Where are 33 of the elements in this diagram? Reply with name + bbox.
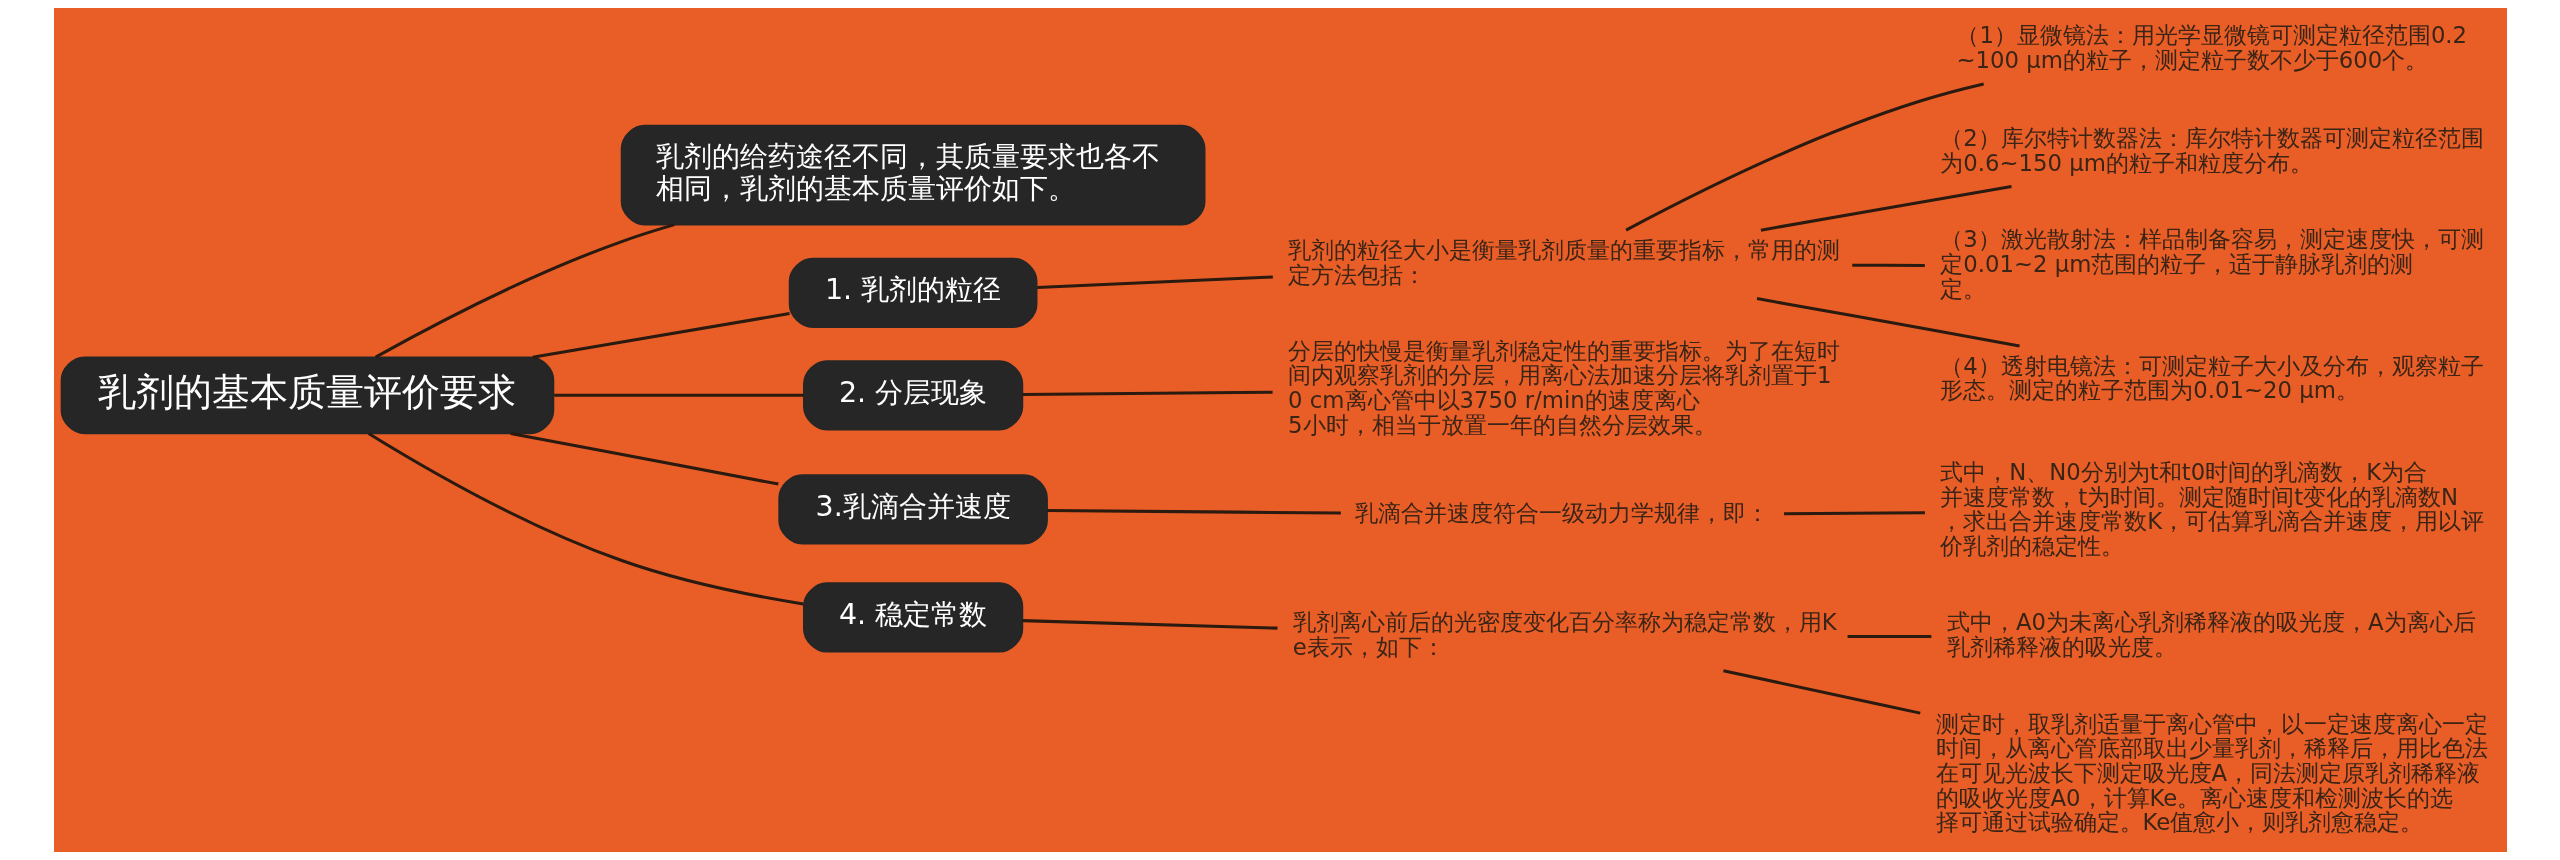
connector	[553, 393, 804, 397]
node-box: 乳剂的基本质量评价要求	[60, 356, 554, 435]
connector	[367, 432, 804, 606]
node-box: 乳剂的给药途径不同，其质量要求也各不相同，乳剂的基本质量评价如下。	[620, 124, 1205, 226]
node-text: 分层的快慢是衡量乳剂稳定性的重要指标。为了在短时间内观察乳剂的分层，用离心法加速分层将乳剂置于10 cm离心管中以3750 r/min的速度离心5小时，相当于放置一年的自然分层效果。	[1287, 337, 1840, 438]
node-text: 式中，N、N0分别为t和t0时间的乳滴数，K为合并速度常数，t为时间。测定随时间t变化的乳滴数N，求出合并速度常数K，可估算乳滴合并速度，用以评价乳剂的稳定性。	[1939, 459, 2484, 560]
connector	[1036, 275, 1273, 289]
node-text: （3）激光散射法：样品制备容易，测定速度快，可测定0.01~2 μm范围的粒子，适于静脉乳剂的测定。	[1939, 226, 2484, 302]
connector	[1046, 508, 1341, 515]
connector	[1847, 634, 1931, 638]
connector	[1851, 263, 1925, 267]
node-box: 4. 稳定常数	[802, 582, 1023, 653]
connector	[531, 312, 790, 359]
connector	[1722, 669, 1921, 715]
connector	[1021, 390, 1273, 396]
connector	[1783, 511, 1925, 516]
node-text: 乳剂的粒径大小是衡量乳剂质量的重要指标，常用的测定方法包括：	[1287, 236, 1840, 288]
node-text: （4）透射电镜法：可测定粒子大小及分布，观察粒子形态。测定的粒子范围为0.01~20 μm。	[1939, 352, 2484, 404]
node-text: 测定时，取乳剂适量于离心管中，以一定速度离心一定时间，从离心管底部取出少量乳剂，稀释后，用比色法在可见光波长下测定吸光度A，同法测定原乳剂稀释液的吸收光度A0，计算Ke。离心速度和检测波长的选择可通过试验确定。Ke值愈小，则乳剂愈稳定。	[1935, 710, 2488, 836]
connector	[509, 431, 779, 486]
node-text: 乳剂离心前后的光密度变化百分率称为稳定常数，用Ke表示，如下：	[1292, 609, 1837, 660]
connector	[1760, 185, 2012, 232]
connector	[1021, 619, 1278, 630]
node-box: 2. 分层现象	[802, 360, 1023, 431]
node-box: 1. 乳剂的粒径	[788, 257, 1037, 328]
node-text: （2）库尔特计数器法：库尔特计数器可测定粒径范围为0.6~150 μm的粒子和粒度分布。	[1939, 124, 2484, 176]
node-text: 乳滴合并速度符合一级动力学规律，即：	[1354, 499, 1769, 526]
connector	[1624, 82, 1984, 232]
node-box: 3.乳滴合并速度	[777, 474, 1048, 545]
node-text: （1）显微镜法：用光学显微镜可测定粒径范围0.2~100 μm的粒子，测定粒子数不少于600个。	[1955, 22, 2467, 74]
connector	[1756, 297, 2020, 348]
node-text: 式中，A0为未离心乳剂稀释液的吸光度，A为离心后乳剂稀释液的吸光度。	[1946, 609, 2476, 660]
connector	[374, 223, 675, 359]
